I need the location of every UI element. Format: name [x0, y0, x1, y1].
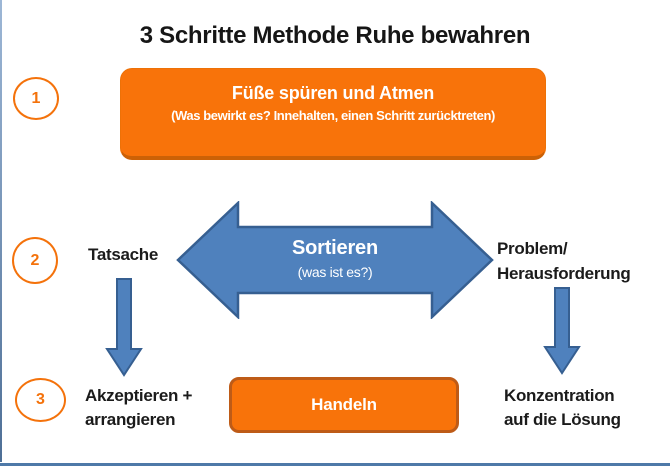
akzeptieren-label-line1: Akzeptieren +	[85, 386, 193, 405]
problem-label: Problem/ Herausforderung	[497, 236, 631, 286]
diagram-title: 3 Schritte Methode Ruhe bewahren	[139, 22, 531, 49]
handeln-box: Handeln	[229, 377, 459, 433]
slide-left-border	[0, 0, 2, 462]
sortieren-label: Sortieren	[291, 237, 378, 259]
slide-bottom-border	[0, 463, 670, 466]
step-1-number: 1	[31, 89, 41, 107]
step-1-box-title: Füße spüren und Atmen	[231, 83, 435, 103]
step-1-box: Füße spüren und Atmen (Was bewirkt es? I…	[120, 68, 546, 160]
down-arrow-right-icon	[543, 287, 581, 375]
step-3-badge: 3	[15, 378, 66, 422]
tatsache-label: Tatsache	[88, 245, 159, 264]
akzeptieren-label-line2: arrangieren	[85, 410, 176, 429]
problem-label-line2: Herausforderung	[497, 264, 631, 283]
step-1-box-subtitle: (Was bewirkt es? Innehalten, einen Schri…	[171, 108, 495, 123]
problem-label-line1: Problem/	[497, 239, 568, 258]
konzentration-label: Konzentration auf die Lösung	[504, 384, 621, 432]
sortieren-sublabel: (was ist es?)	[297, 264, 373, 280]
step-1-badge: 1	[13, 77, 59, 120]
double-arrow-icon	[176, 201, 494, 319]
konzentration-label-line2: auf die Lösung	[504, 410, 621, 429]
akzeptieren-label: Akzeptieren + arrangieren	[85, 384, 192, 432]
handeln-box-label: Handeln	[311, 395, 377, 414]
konzentration-label-line1: Konzentration	[504, 386, 615, 405]
step-2-badge: 2	[12, 237, 58, 284]
step-2-number: 2	[30, 251, 40, 269]
down-arrow-left-icon	[105, 278, 143, 377]
step-3-number: 3	[36, 391, 45, 408]
